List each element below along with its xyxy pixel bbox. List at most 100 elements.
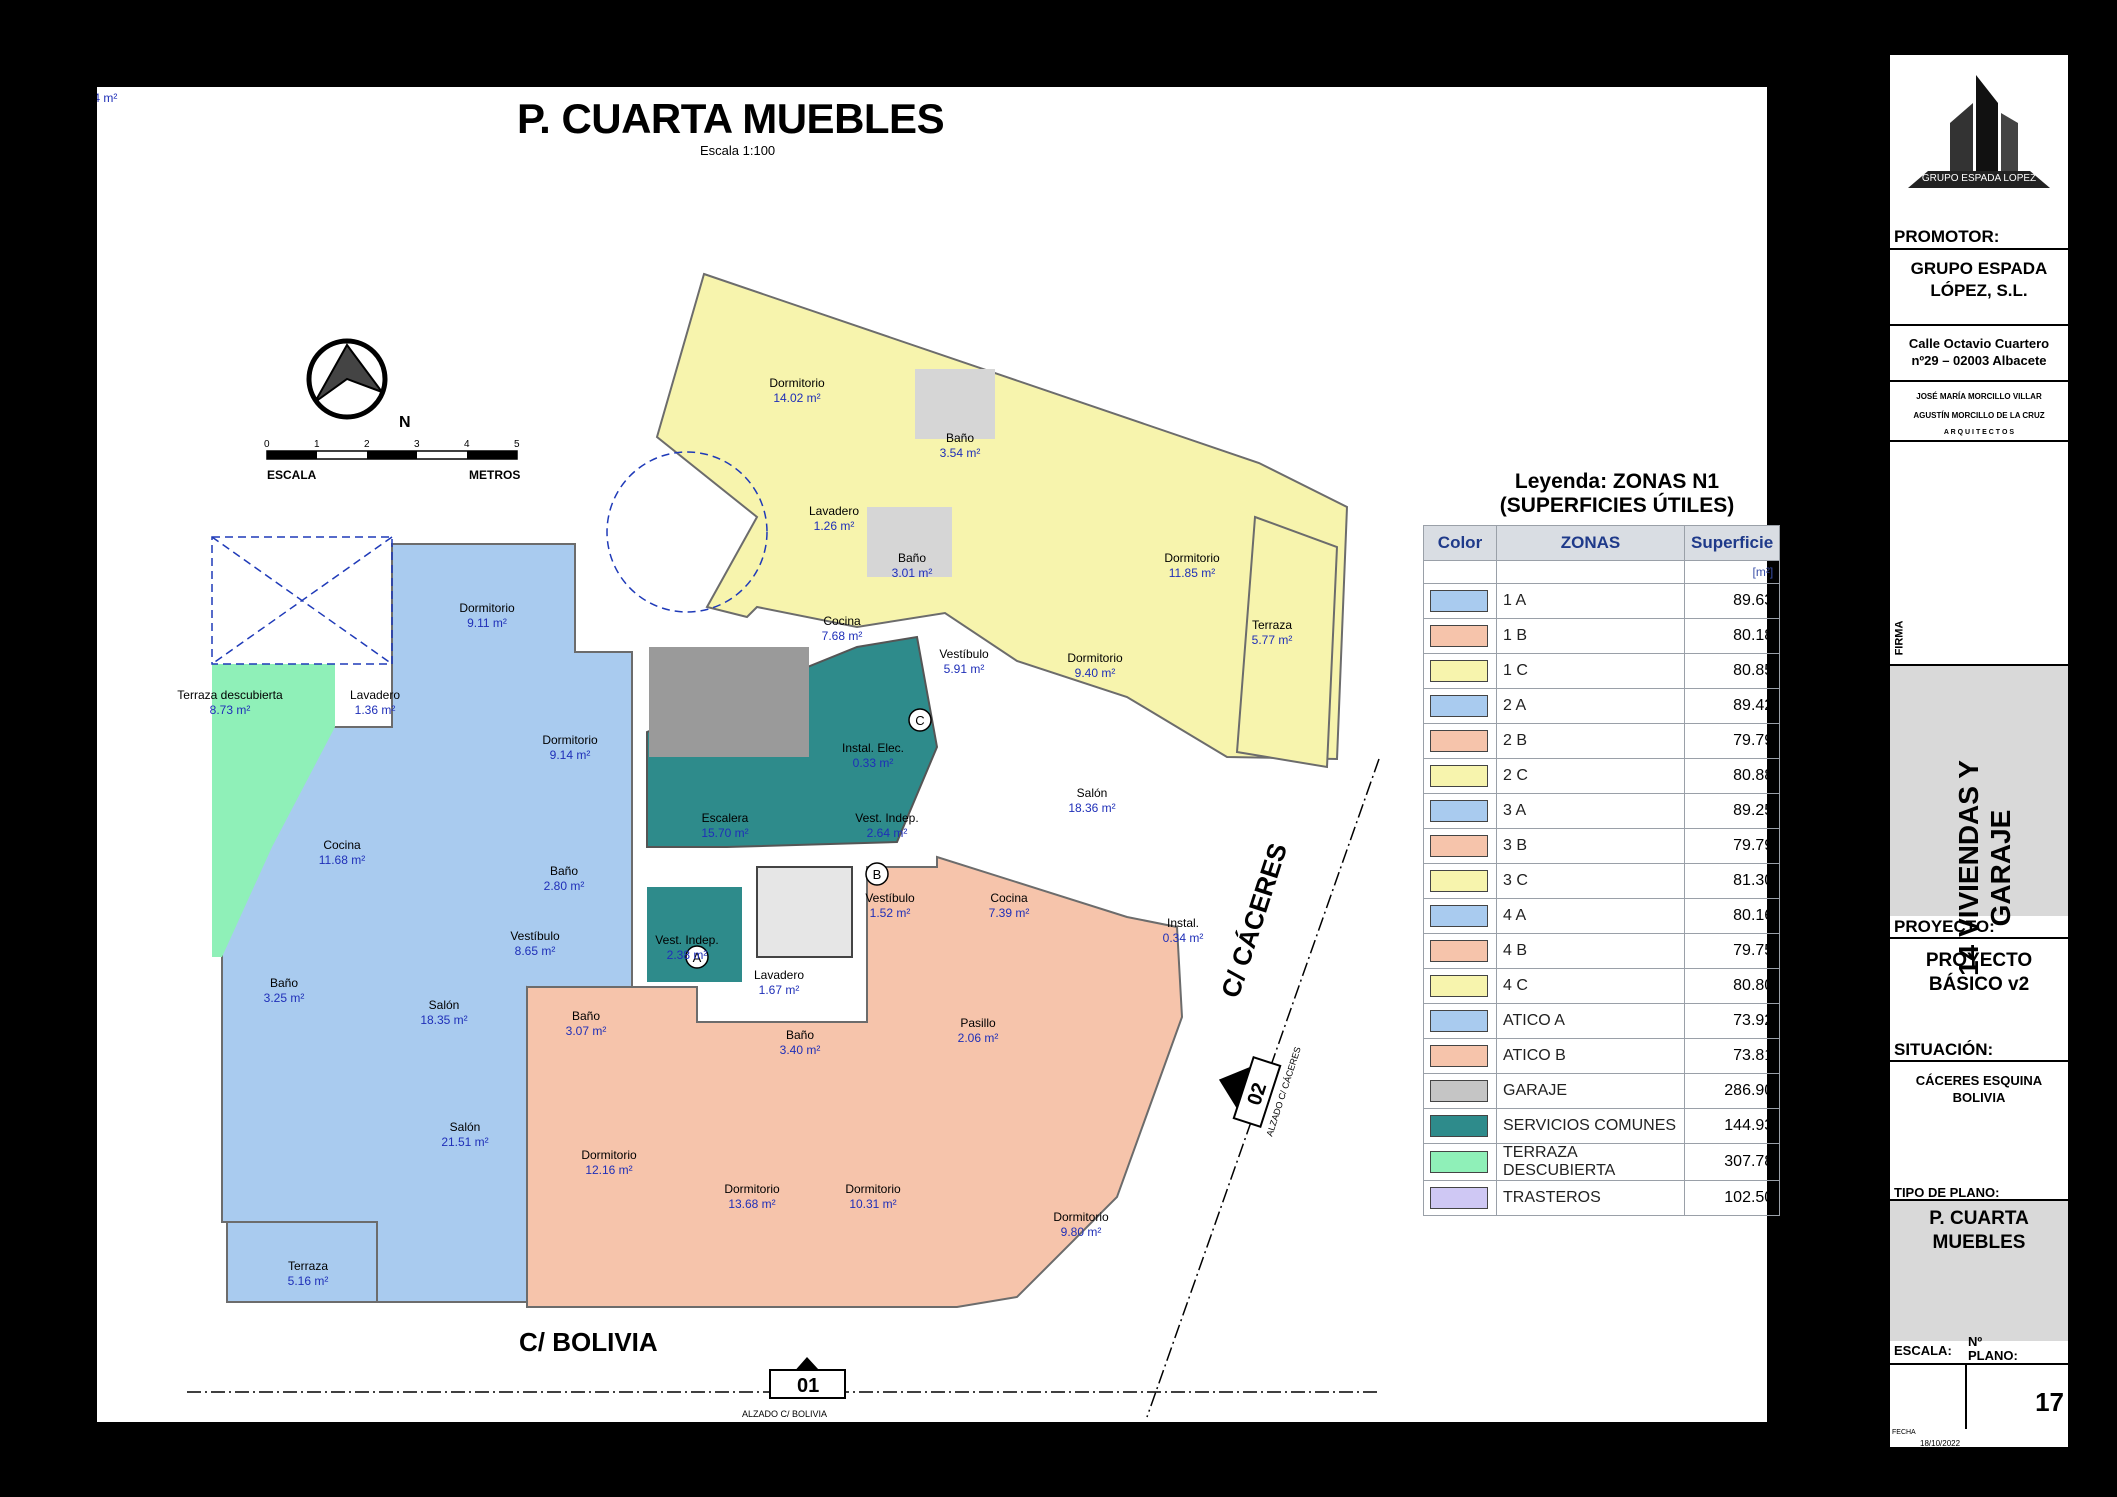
legend-color-swatch bbox=[1430, 800, 1488, 822]
room-name: Dormitorio bbox=[1053, 1210, 1109, 1224]
room-area: 15.70 m² bbox=[701, 826, 748, 840]
legend-zone: 3 A bbox=[1496, 793, 1685, 829]
room-area: 3.40 m² bbox=[780, 1043, 821, 1057]
legend-swatch bbox=[1423, 1180, 1497, 1216]
room-area: 1.26 m² bbox=[814, 519, 855, 533]
room-name: Cocina bbox=[823, 614, 861, 628]
fecha-value: 18/10/2022 bbox=[1920, 1439, 1961, 1448]
legend-area: 73.92 bbox=[1683, 1003, 1781, 1039]
legend-color-swatch bbox=[1430, 660, 1488, 682]
room-name: Vestíbulo bbox=[939, 647, 989, 661]
legend-area: 89.63 bbox=[1683, 583, 1781, 619]
legend-header-area: Superficie bbox=[1683, 525, 1781, 561]
architects-label: A R Q U I T E C T O S bbox=[1943, 429, 2015, 436]
legend-area: 79.79 bbox=[1683, 723, 1781, 759]
room-area: 11.85 m² bbox=[1169, 566, 1215, 580]
escala-label: ESCALA: bbox=[1894, 1343, 1952, 1358]
legend-area: 73.81 bbox=[1683, 1038, 1781, 1074]
legend-area: 80.88 bbox=[1683, 758, 1781, 794]
plan-scale-label: Escala 1:100 bbox=[700, 143, 776, 158]
room-area: 3.84 m² bbox=[97, 91, 117, 105]
stair-grey bbox=[649, 647, 809, 757]
room-area: 12.16 m² bbox=[585, 1163, 632, 1177]
room-name: Dormitorio bbox=[542, 733, 598, 747]
room-name: Cocina bbox=[990, 891, 1028, 905]
room-area: 13.68 m² bbox=[728, 1197, 775, 1211]
legend-header-zone: ZONAS bbox=[1496, 525, 1685, 561]
proyecto-label: PROYECTO: bbox=[1894, 917, 1995, 936]
legend-zone: TRASTEROS bbox=[1496, 1180, 1685, 1216]
room-area: 3.54 m² bbox=[940, 446, 981, 460]
room-name: Dormitorio bbox=[845, 1182, 901, 1196]
dwelling-marker-circle bbox=[685, 945, 709, 969]
legend-color-swatch bbox=[1430, 1187, 1488, 1209]
room-label: Vest. Indep.2.38 m² bbox=[655, 933, 718, 962]
legend-zone: SERVICIOS COMUNES bbox=[1496, 1108, 1685, 1144]
legend-swatch bbox=[1423, 1003, 1497, 1039]
legend-swatch bbox=[1423, 863, 1497, 899]
room-area: 2.64 m² bbox=[867, 826, 908, 840]
dwelling-c-terrace bbox=[1235, 515, 1339, 769]
legend-zone: 2 B bbox=[1496, 723, 1685, 759]
legend-zone: 1 A bbox=[1496, 583, 1685, 619]
legend-color-swatch bbox=[1430, 590, 1488, 612]
room-area: 8.65 m² bbox=[515, 944, 556, 958]
tipo-plano-value: P. CUARTA MUEBLES bbox=[1929, 1208, 2029, 1253]
room-area: 14.02 m² bbox=[773, 391, 820, 405]
room-name: Instal. bbox=[1167, 916, 1199, 930]
dwelling-c-area bbox=[655, 272, 1349, 761]
legend-color-swatch bbox=[1430, 1045, 1488, 1067]
room-name: Terraza bbox=[1252, 618, 1292, 632]
room-area: 3.01 m² bbox=[892, 566, 933, 580]
legend-zone: 1 B bbox=[1496, 618, 1685, 654]
legend-zone: 3 C bbox=[1496, 863, 1685, 899]
tipo-plano-label: TIPO DE PLANO: bbox=[1894, 1185, 2000, 1200]
legend-area: 89.42 bbox=[1683, 688, 1781, 724]
legend-swatch bbox=[1423, 723, 1497, 759]
architect-2: AGUSTÍN MORCILLO DE LA CRUZ bbox=[1913, 411, 2045, 420]
legend-swatch bbox=[1423, 793, 1497, 829]
room-name: Dormitorio bbox=[1067, 651, 1123, 665]
dwelling-marker-label: B bbox=[873, 867, 882, 882]
legend-area: 102.50 bbox=[1683, 1180, 1781, 1216]
legend-area: 307.78 bbox=[1683, 1143, 1781, 1181]
company-logo bbox=[1908, 75, 2050, 188]
legend-color-swatch bbox=[1430, 1151, 1488, 1173]
room-name: Terraza bbox=[97, 87, 117, 90]
patio-hatch-left bbox=[211, 536, 393, 665]
legend-swatch bbox=[1423, 933, 1497, 969]
room-name: Lavadero bbox=[350, 688, 400, 702]
scale-bar bbox=[266, 450, 518, 460]
street-bolivia: C/ BOLIVIA bbox=[519, 1327, 658, 1357]
room-area: 10.31 m² bbox=[849, 1197, 896, 1211]
room-area: 1.67 m² bbox=[759, 983, 800, 997]
legend-area: 79.75 bbox=[1683, 933, 1781, 969]
legend-area: 79.79 bbox=[1683, 828, 1781, 864]
legend-zone: ATICO B bbox=[1496, 1038, 1685, 1074]
room-name: Cocina bbox=[323, 838, 361, 852]
room-area: 9.40 m² bbox=[1075, 666, 1116, 680]
lift-shaft bbox=[756, 866, 853, 958]
legend-area: 80.80 bbox=[1683, 968, 1781, 1004]
legend-color-swatch bbox=[1430, 730, 1488, 752]
scale-bar-right-label: METROS bbox=[469, 468, 520, 482]
legend-zone: TERRAZA DESCUBIERTA bbox=[1496, 1143, 1685, 1181]
